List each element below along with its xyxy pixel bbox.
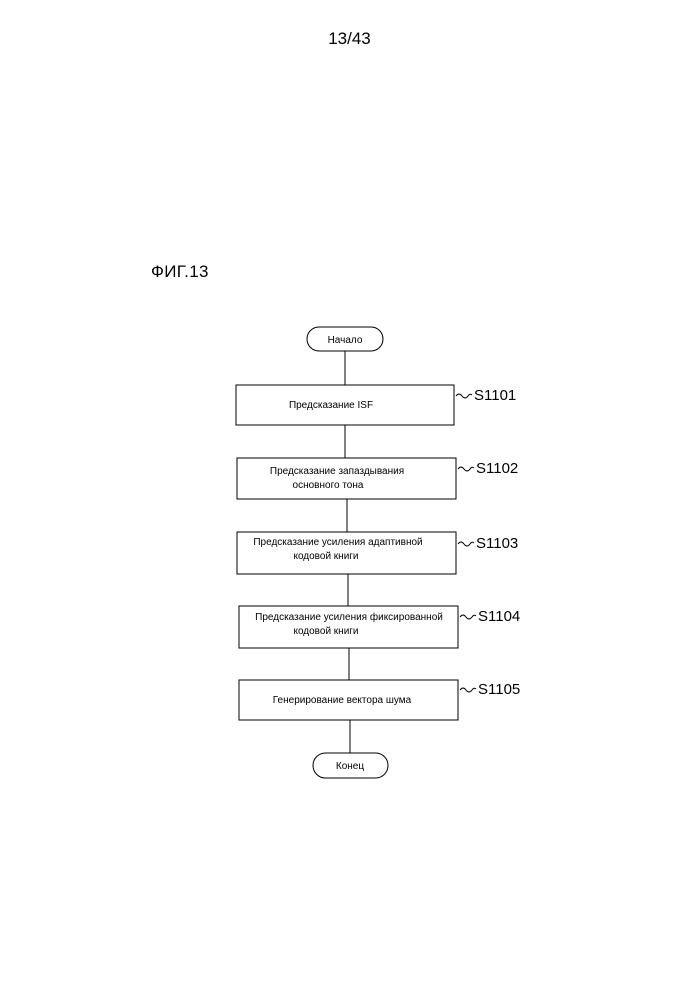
- process-text-s1103-line2: кодовой книги: [293, 551, 358, 562]
- step-label-s1104: S1104: [478, 608, 520, 625]
- process-text-s1103-line1: Предсказание усиления адаптивной: [253, 537, 422, 548]
- process-text-s1104-line1: Предсказание усиления фиксированной: [255, 611, 443, 623]
- leader-s1101: [456, 394, 472, 398]
- process-text-s1104-line2: кодовой книги: [293, 626, 358, 637]
- end-label: Конец: [336, 761, 364, 772]
- leader-s1105: [460, 688, 476, 692]
- start-label: Начало: [328, 335, 363, 346]
- process-text-s1105: Генерирование вектора шума: [273, 695, 412, 706]
- leader-s1104: [460, 615, 476, 619]
- step-label-s1103: S1103: [476, 535, 518, 552]
- leader-s1103: [458, 542, 474, 546]
- step-label-s1105: S1105: [478, 681, 520, 698]
- step-label-s1101: S1101: [474, 387, 516, 404]
- process-box-s1102: [237, 458, 456, 499]
- process-text-s1102-line2: основного тона: [293, 480, 364, 491]
- step-label-s1102: S1102: [476, 460, 518, 477]
- process-text-s1101: Предсказание ISF: [289, 400, 373, 411]
- process-text-s1102-line1: Предсказание запаздывания: [270, 466, 404, 477]
- leader-s1102: [458, 467, 474, 471]
